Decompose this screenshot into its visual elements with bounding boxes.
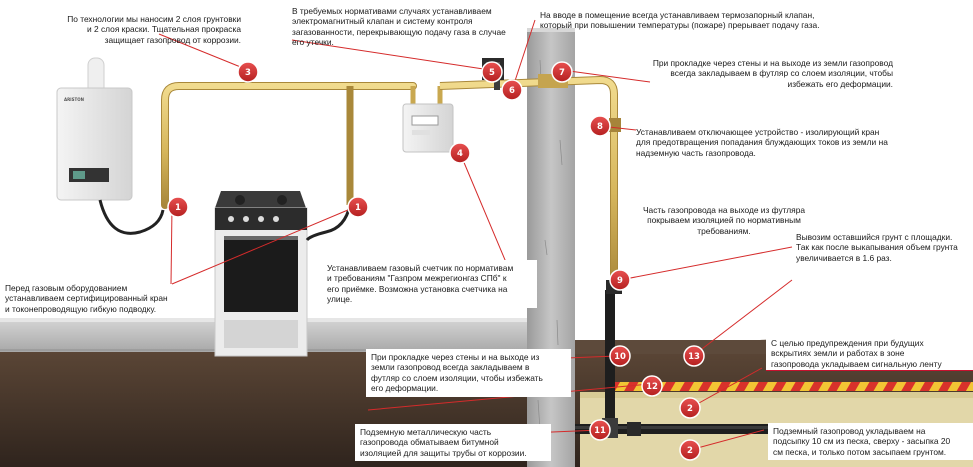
callout-appliance-valve: Перед газовым оборудованием устанавливае… [5,283,168,314]
marker: 10 [609,345,631,367]
marker: 1 [167,196,189,218]
marker-label: 1 [355,203,361,213]
marker-label: 5 [489,68,495,78]
marker-label: 4 [457,149,463,159]
marker: 1 [347,196,369,218]
marker-label: 13 [688,352,700,362]
callout-wall-sleeve-bottom: При прокладке через стены и на выходе из… [366,349,571,397]
callout-sand-bedding: Подземный газопровод укладываем на подсы… [768,423,973,461]
gas-pipes [161,74,622,294]
callout-insulating-valve: Устанавливаем отключающее устройство - и… [636,127,888,158]
marker: 9 [609,269,631,291]
marker: 4 [449,142,471,164]
marker-label: 2 [687,446,693,456]
marker: 2 [679,397,701,419]
marker: 5 [481,61,503,83]
callout-bitumen-insulation: Подземную металлическую часть газопровод… [355,424,551,462]
marker-label: 11 [594,426,606,436]
marker: 7 [551,61,573,83]
marker-label: 7 [559,68,565,78]
marker-label: 9 [617,276,623,286]
gas-stove [214,191,352,357]
callout-warning-tape: С целью предупреждения при будущих вскры… [766,335,973,372]
concrete-wall [527,28,575,467]
marker: 6 [501,79,523,101]
marker: 2 [679,439,701,461]
gas-meter [402,103,454,153]
marker-label: 10 [614,352,626,362]
marker: 12 [641,375,663,397]
marker-label: 2 [687,404,693,414]
callout-gas-meter: Устанавливаем газовый счетчик по нормати… [322,260,537,308]
callout-primer-paint: По технологии мы наносим 2 слоя грунтовк… [67,14,241,45]
gas-boiler: ARISTON [56,57,165,235]
callout-soil-removal: Вывозим оставшийся грунт с площадки. Так… [796,232,958,263]
callout-wall-sleeve-top: При прокладке через стены и на выходе из… [652,58,893,89]
warning-tape [612,382,973,391]
marker: 11 [589,419,611,441]
callout-thermal-shutoff-valve: На вводе в помещение всегда устанавливае… [540,10,820,31]
callout-sleeve-exit-insulation: Часть газопровода на выходе из футляра п… [642,205,806,236]
marker-label: 8 [597,122,603,132]
marker: 8 [589,115,611,137]
marker-label: 3 [245,68,251,78]
boiler-brand: ARISTON [64,97,84,102]
marker-label: 12 [646,382,658,392]
marker-label: 6 [509,86,515,96]
callout-electromagnetic-valve: В требуемых нормативами случаях устанавл… [292,6,506,48]
marker-label: 1 [175,203,181,213]
marker: 3 [237,61,259,83]
marker: 13 [683,345,705,367]
